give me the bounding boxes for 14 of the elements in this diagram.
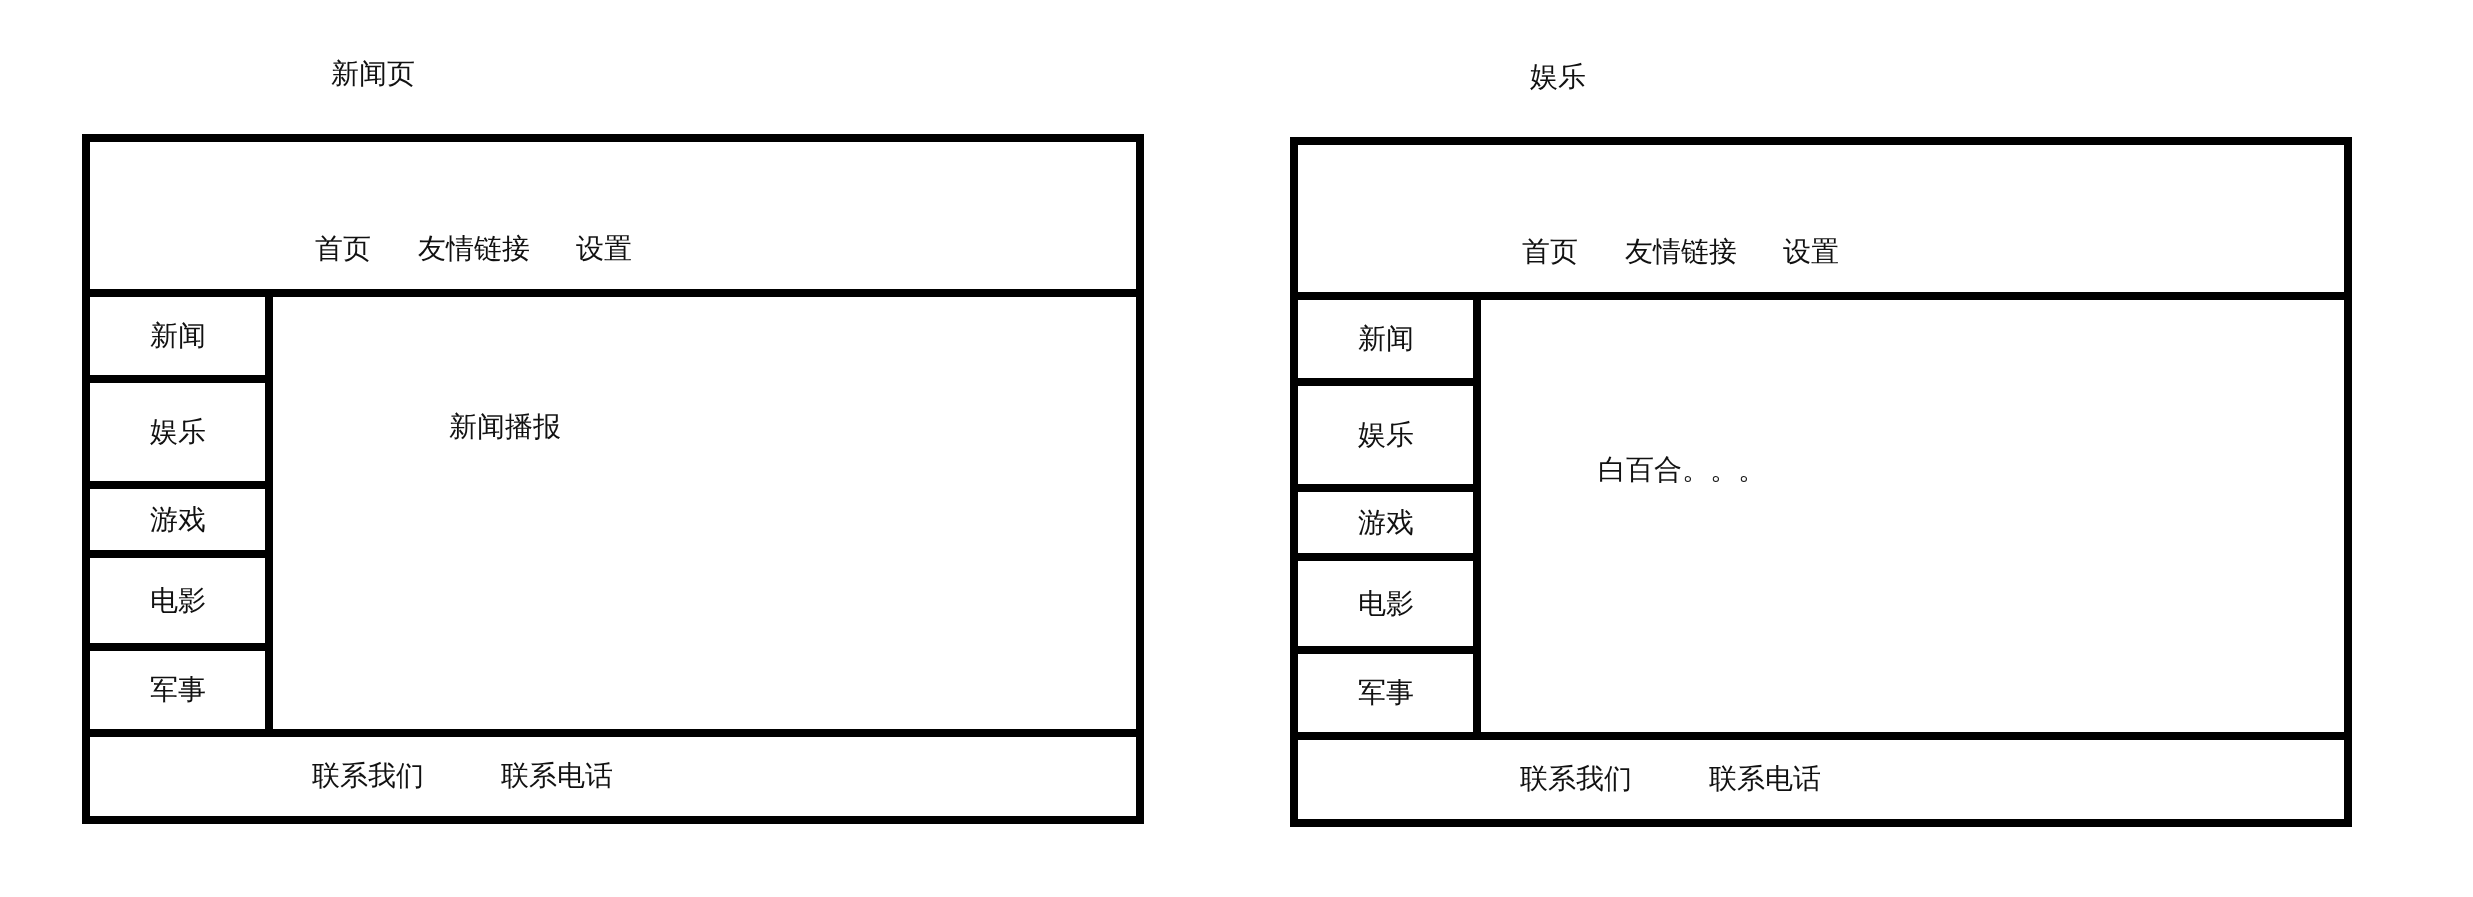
nav-link: 友情链接 — [418, 232, 530, 266]
content-heading: 新闻播报 — [449, 410, 561, 444]
page-title: 娱乐 — [1530, 60, 1586, 94]
page-title: 新闻页 — [331, 57, 415, 91]
footer-link: 联系电话 — [501, 759, 613, 793]
footer-link: 联系电话 — [1709, 762, 1821, 796]
nav-link: 首页 — [1522, 235, 1578, 269]
nav-link: 设置 — [576, 232, 632, 266]
nav-link: 首页 — [315, 232, 371, 266]
footer-link: 联系我们 — [312, 759, 424, 793]
content-heading: 白百合。。。 — [1598, 453, 1766, 487]
nav-link: 友情链接 — [1625, 235, 1737, 269]
nav-link: 设置 — [1783, 235, 1839, 269]
footer-link: 联系我们 — [1520, 762, 1632, 796]
